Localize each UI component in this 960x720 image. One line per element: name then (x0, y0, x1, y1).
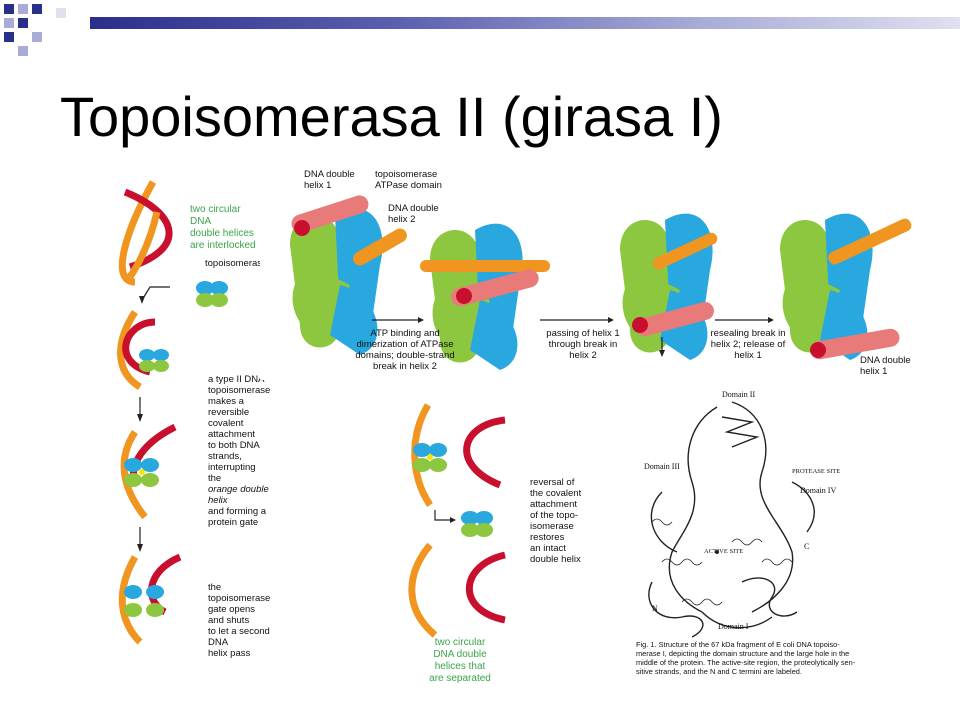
mechanism-panel: DNA double helix 1 topoisomerase ATPase … (260, 165, 928, 380)
label-helix1: DNA double helix 1 (304, 169, 355, 191)
helix-coils (651, 518, 793, 606)
corner-square-light (18, 46, 28, 56)
label-domain-ii: Domain II (722, 390, 756, 399)
mechanism-stage-1 (290, 195, 407, 355)
label-step1: ATP binding and dimerization of ATPase d… (355, 328, 455, 372)
corner-square-pale (56, 8, 66, 18)
stage-interlocked (118, 180, 173, 286)
arrow-head (137, 544, 143, 552)
arrow-line (141, 286, 170, 301)
ribbon-backbone (648, 401, 815, 638)
label-domain-iv: Domain IV (800, 486, 837, 495)
arrow-head (450, 517, 456, 523)
corner-square-light (32, 32, 42, 42)
corner-square-dark (32, 4, 42, 14)
active-site-marker (715, 550, 719, 554)
reversal-panel: reversal of the covalent attachment of t… (400, 395, 600, 685)
label-active-site: ACTIVE SITE (704, 548, 744, 555)
label-separated: two circular DNA double helices that are… (429, 637, 491, 684)
structure-panel: Domain II Domain III PROTEASE SITE Domai… (622, 382, 866, 680)
label-helix1-end: DNA double helix 1 (860, 355, 911, 377)
label-atpase: topoisomerase ATPase domain (375, 169, 442, 191)
corner-square-dark (4, 4, 14, 14)
label-protease-site: PROTEASE SITE (792, 468, 841, 475)
label-c-terminus: C (804, 542, 810, 551)
released-enzyme (461, 511, 493, 537)
title-rule (90, 17, 960, 29)
reversal-diagram (408, 403, 506, 638)
label-step2: passing of helix 1 through break in heli… (546, 328, 620, 361)
mechanism-stage-4 (780, 213, 912, 360)
structure-caption: Fig. 1. Structure of the 67 kDa fragment… (636, 640, 856, 676)
corner-square-dark (18, 18, 28, 28)
stage-gate-formed (120, 423, 177, 520)
corner-square-light (4, 18, 14, 28)
slide-title: Topoisomerasa II (girasa I) (60, 85, 723, 148)
label-step3: resealing break in helix 2; release of h… (710, 328, 786, 361)
corner-square-dark (4, 32, 14, 42)
left-panel-diagram (117, 180, 228, 645)
label-attachment: a type II DNA topoisomerase makes a reve… (208, 374, 271, 528)
protein-structure-drawing (648, 401, 815, 638)
left-panel: two circular DNA double helices are inte… (95, 172, 270, 662)
label-gate: the topoisomerase gate opens and shuts t… (208, 582, 271, 659)
label-domain-i: Domain I (718, 622, 749, 631)
free-enzyme (196, 281, 228, 307)
arrow-head (139, 296, 145, 304)
stage-separated (408, 542, 506, 638)
label-n-terminus: N (652, 604, 658, 613)
arrow-head (137, 414, 143, 422)
label-helix2: DNA double helix 2 (388, 203, 439, 225)
red-dna-arc (122, 318, 156, 376)
corner-square-light (18, 4, 28, 14)
label-interlocked: two circular DNA double helices are inte… (190, 204, 256, 251)
red-dna-arc (123, 188, 173, 271)
label-reversal: reversal of the covalent attachment of t… (530, 477, 582, 565)
mechanism-stage-2 (420, 223, 550, 370)
mechanism-diagram (290, 195, 912, 370)
stage-bound (117, 310, 169, 390)
arrow-head (659, 350, 665, 357)
orange-dna-arc-2 (127, 211, 161, 279)
orange-dna-arc (117, 310, 142, 390)
label-topoisomerase: topoisomerase (205, 258, 268, 269)
stage-reversal (411, 403, 506, 507)
arrow-line (434, 510, 452, 521)
mechanism-stage-3 (620, 213, 718, 360)
title-bar-decoration (0, 0, 960, 60)
label-domain-iii: Domain III (644, 462, 680, 471)
stage-gate-open (118, 553, 182, 645)
